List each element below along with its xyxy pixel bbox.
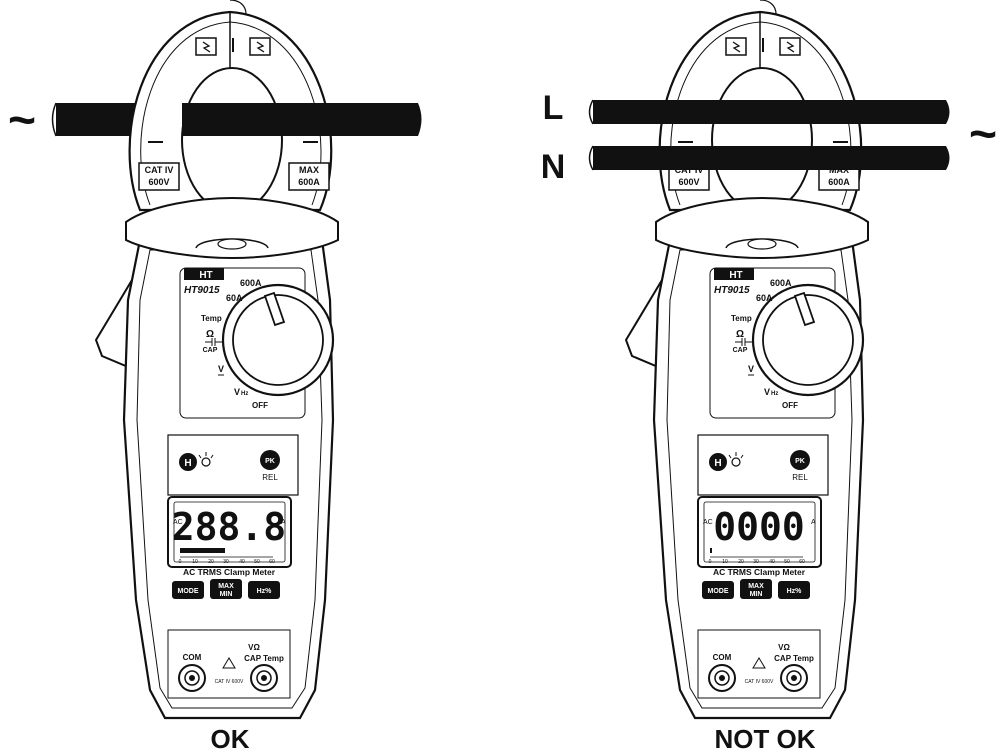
bar-tick: 20 (738, 559, 744, 565)
dial-cap: CAP (733, 347, 748, 354)
brand-logo-text: HT (199, 270, 212, 281)
lcd-ac-indicator: AC (173, 519, 183, 526)
caption-not-ok: NOT OK (714, 724, 815, 752)
vcap-terminal-label-line1: VΩ (778, 643, 790, 652)
hz-button: Hz% (787, 588, 803, 595)
ac-source-symbol-right: ~ (969, 108, 997, 161)
rel-label: REL (262, 473, 278, 482)
ac-source-symbol: ~ (8, 94, 36, 147)
com-terminal-label: COM (713, 653, 732, 662)
lcd-bargraph (180, 548, 225, 553)
product-label: AC TRMS Clamp Meter (183, 567, 276, 577)
lcd-bar-ticks: 0 10 20 30 40 50 60 (179, 559, 275, 565)
bar-tick: 50 (784, 559, 790, 565)
maxmin-button-line1: MAX (748, 583, 764, 590)
vcap-terminal-label-line2: CAP Temp (244, 654, 284, 663)
rel-label: REL (792, 473, 808, 482)
dial-vhz-sub: Hz (241, 391, 248, 397)
bar-tick: 30 (753, 559, 759, 565)
live-wire-label: L (543, 89, 564, 127)
brand-logo (184, 268, 224, 280)
dial-temp: Temp (731, 314, 752, 323)
dial-off: OFF (782, 401, 798, 410)
peak-key: PK (795, 458, 805, 465)
range-600a: 600A (240, 278, 262, 288)
dial-ohm: Ω (736, 329, 744, 340)
dial-cap: CAP (203, 347, 218, 354)
cat-small-label: CAT IV 600V (215, 679, 244, 685)
lcd-unit: A (281, 519, 286, 526)
vcap-terminal-label-line2: CAP Temp (774, 654, 814, 663)
bar-tick: 60 (269, 559, 275, 565)
dial-vdc: V (748, 364, 754, 374)
bar-tick: 50 (254, 559, 260, 565)
live-cable (589, 100, 950, 124)
maxmin-button-line2: MIN (220, 591, 233, 598)
dial-vhz: V (234, 387, 240, 397)
bar-tick: 0 (709, 559, 712, 565)
bar-tick: 60 (799, 559, 805, 565)
maxmin-button-line1: MAX (218, 583, 234, 590)
dial-temp: Temp (201, 314, 222, 323)
bar-tick: 30 (223, 559, 229, 565)
bar-tick: 10 (192, 559, 198, 565)
dial-ohm: Ω (206, 329, 214, 340)
max-rating-line1: MAX (829, 165, 849, 175)
cat-small-label: CAT IV 600V (745, 679, 774, 685)
lcd-bar-ticks: 0 10 20 30 40 50 60 (709, 559, 805, 565)
lcd-bargraph (710, 548, 712, 553)
neutral-cable (589, 146, 950, 170)
lcd-unit: A (811, 519, 816, 526)
maxmin-button-line2: MIN (750, 591, 763, 598)
dial-off: OFF (252, 401, 268, 410)
hold-key: H (184, 458, 191, 469)
mode-button: MODE (708, 588, 729, 595)
bar-tick: 0 (179, 559, 182, 565)
mode-button: MODE (178, 588, 199, 595)
meter-not-ok: L N ~ CAT IV 600V MAX 600A HT HT9015 600… (541, 0, 997, 752)
vcap-terminal-label-line1: VΩ (248, 643, 260, 652)
peak-key: PK (265, 458, 275, 465)
dial-vhz: V (764, 387, 770, 397)
range-60a: 60A (226, 293, 243, 303)
max-rating-line1: MAX (299, 165, 319, 175)
bar-tick: 20 (208, 559, 214, 565)
lcd-reading: 0000 (713, 505, 805, 549)
bar-tick: 10 (722, 559, 728, 565)
model-name: HT9015 (714, 285, 750, 296)
range-600a: 600A (770, 278, 792, 288)
dial-vdc: V (218, 364, 224, 374)
lcd-reading: 288.8 (172, 505, 286, 549)
bar-tick: 40 (239, 559, 245, 565)
bar-tick: 40 (769, 559, 775, 565)
brand-logo (714, 268, 754, 280)
cable-right-segment (285, 103, 422, 136)
max-rating-line2: 600A (828, 177, 850, 187)
cat-rating-line1: CAT IV (675, 165, 704, 175)
lcd-ac-indicator: AC (703, 519, 713, 526)
cat-rating-line1: CAT IV (145, 165, 174, 175)
meter-ok: ~ CAT IV 600V MAX 600A HT HT9015 600A 60… (8, 0, 422, 752)
brand-logo-text: HT (729, 270, 742, 281)
dial-vhz-sub: Hz (771, 391, 778, 397)
model-name: HT9015 (184, 285, 220, 296)
cable-through-jaw (182, 103, 285, 136)
com-terminal-label: COM (183, 653, 202, 662)
caption-ok: OK (211, 724, 250, 752)
product-label: AC TRMS Clamp Meter (713, 567, 806, 577)
max-rating-line2: 600A (298, 177, 320, 187)
hz-button: Hz% (257, 588, 273, 595)
cat-rating-line2: 600V (678, 177, 699, 187)
cat-rating-line2: 600V (148, 177, 169, 187)
neutral-wire-label: N (541, 148, 566, 186)
hold-key: H (714, 458, 721, 469)
range-60a: 60A (756, 293, 773, 303)
